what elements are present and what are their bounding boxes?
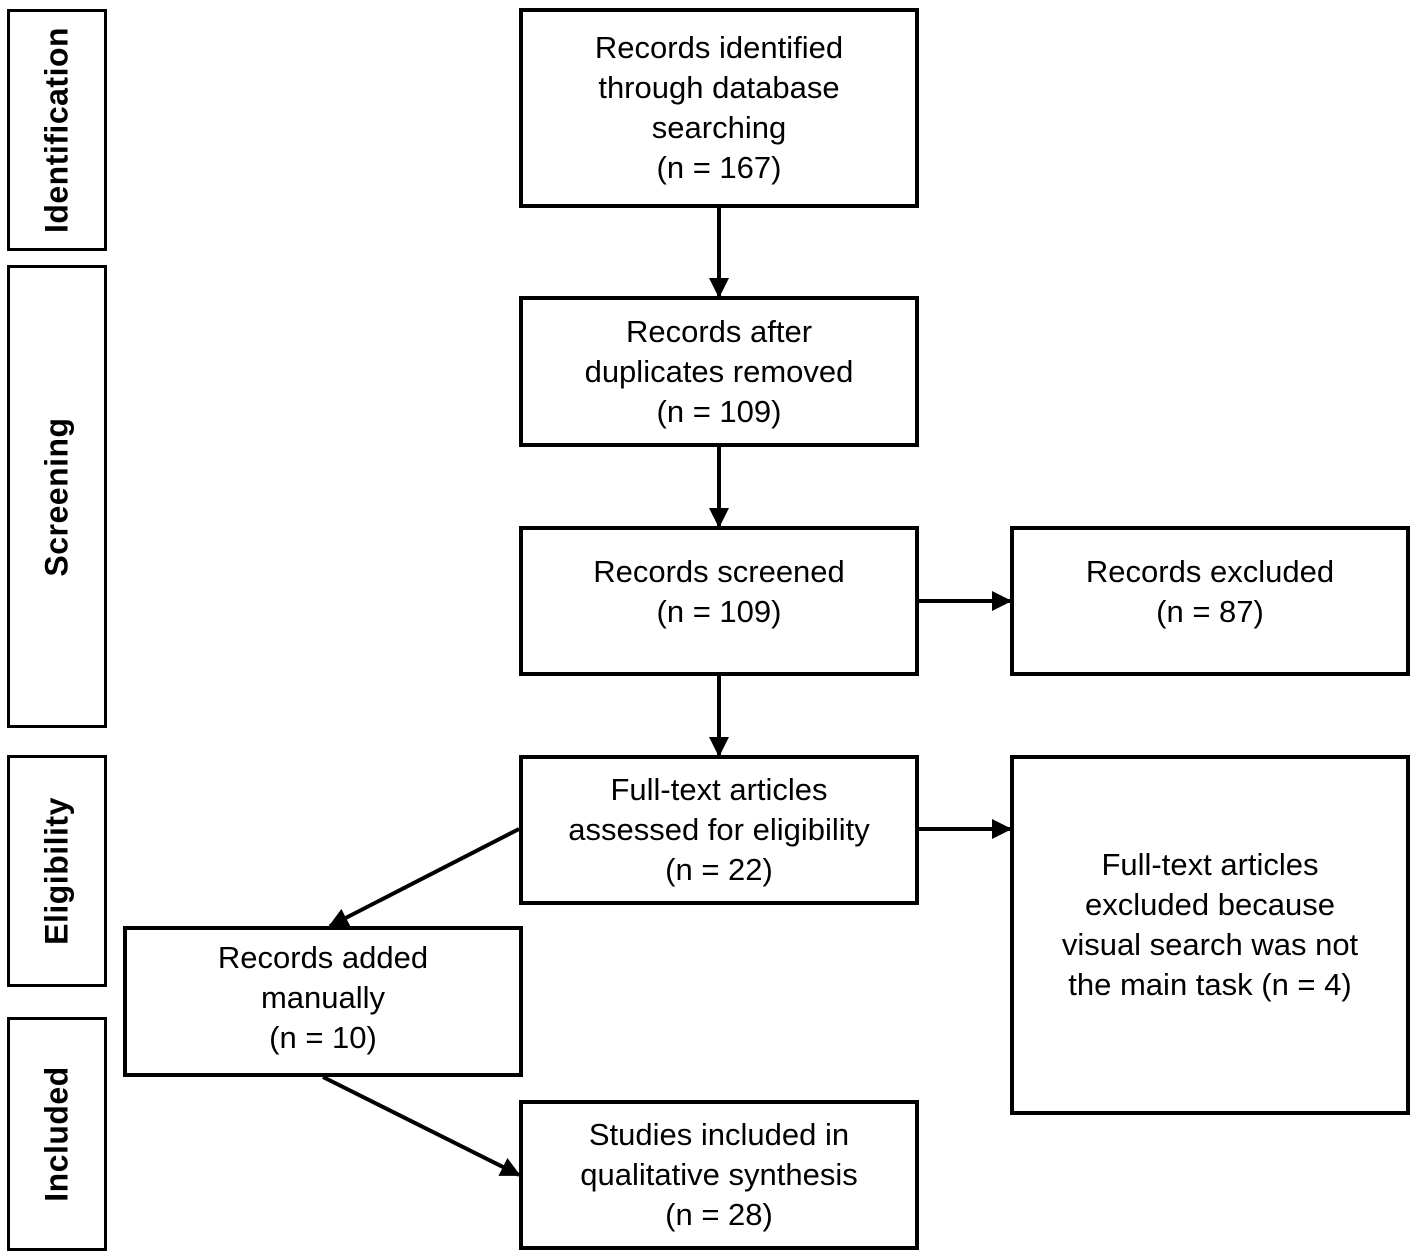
box-fulltext-excluded-text: Full-text articles excluded because visu… bbox=[1061, 847, 1359, 1002]
box-records-screened-text: Records screened (n = 109) bbox=[593, 554, 845, 629]
stage-screening: Screening bbox=[7, 265, 107, 728]
box-studies-included: Studies included in qualitative synthesi… bbox=[519, 1100, 919, 1250]
arrow-manual-to-included bbox=[322, 1075, 521, 1177]
box-records-added-manually: Records added manually (n = 10) bbox=[123, 926, 523, 1077]
stage-included: Included bbox=[7, 1017, 107, 1251]
arrow-fulltext-to-manual bbox=[328, 827, 520, 928]
box-records-excluded-text: Records excluded (n = 87) bbox=[1085, 554, 1335, 629]
box-records-excluded: Records excluded (n = 87) bbox=[1010, 526, 1410, 676]
stage-eligibility: Eligibility bbox=[7, 755, 107, 987]
box-duplicates-removed: Records after duplicates removed (n = 10… bbox=[519, 296, 919, 447]
box-records-identified: Records identified through database sear… bbox=[519, 8, 919, 208]
stage-identification: Identification bbox=[7, 9, 107, 251]
box-records-added-manually-text: Records added manually (n = 10) bbox=[217, 939, 429, 1055]
box-fulltext-assessed-text: Full-text articles assessed for eligibil… bbox=[568, 772, 870, 887]
box-duplicates-removed-text: Records after duplicates removed (n = 10… bbox=[584, 313, 854, 429]
box-studies-included-text: Studies included in qualitative synthesi… bbox=[580, 1117, 858, 1232]
box-fulltext-assessed: Full-text articles assessed for eligibil… bbox=[519, 755, 919, 905]
box-records-screened: Records screened (n = 109) bbox=[519, 526, 919, 676]
box-fulltext-excluded: Full-text articles excluded because visu… bbox=[1010, 755, 1410, 1115]
box-records-identified-text: Records identified through database sear… bbox=[594, 30, 844, 185]
